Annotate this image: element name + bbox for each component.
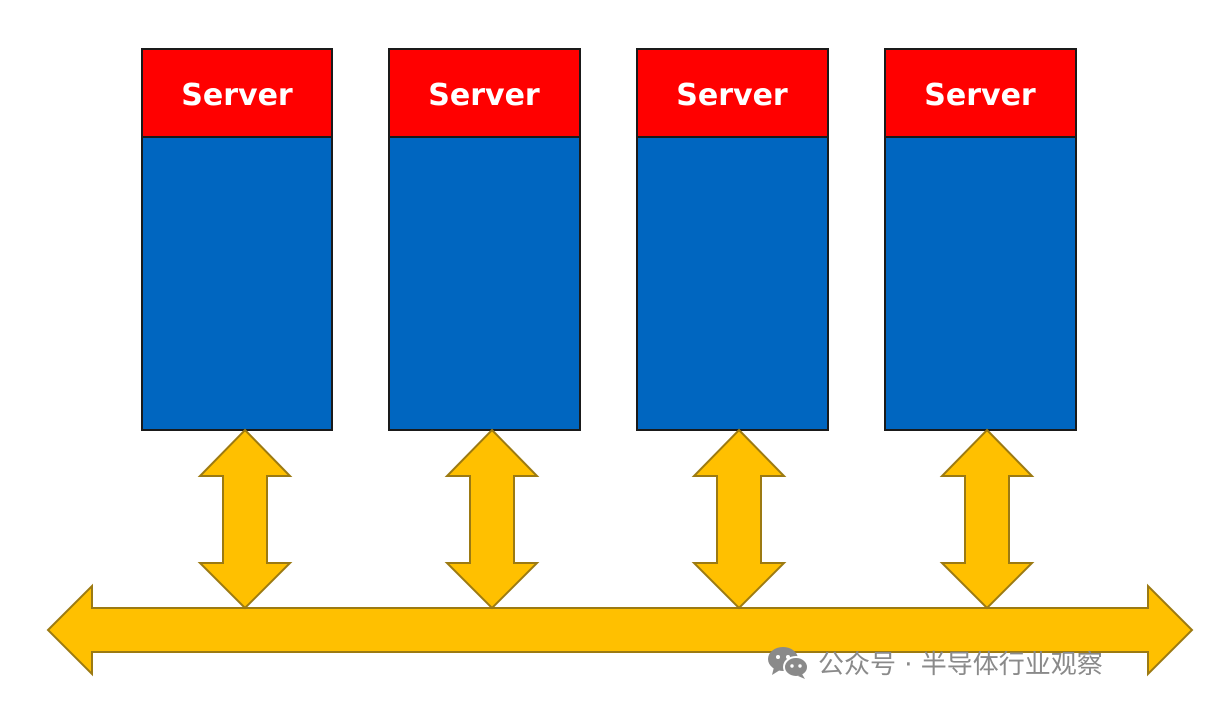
server-1: Server [141,48,333,431]
connector-arrow-2 [444,428,540,610]
wechat-icon [768,647,809,679]
bus-arrow [46,583,1194,677]
connector-arrow-3 [691,428,787,610]
server-4-body [884,136,1077,431]
server-1-body [141,136,333,431]
server-2: Server [388,48,581,431]
server-1-header [141,48,333,138]
server-3-label: Server [676,78,788,113]
server-4-header [884,48,1077,138]
watermark: 公众号 · 半导体行业观察 [766,642,1103,682]
server-4-label: Server [924,78,1036,113]
server-3: Server [636,48,829,431]
server-2-header [388,48,581,138]
server-3-header [636,48,829,138]
server-2-body [388,136,581,431]
server-3-body [636,136,829,431]
server-2-label: Server [428,78,540,113]
connector-arrow-4 [939,428,1035,610]
server-1-label: Server [181,78,293,113]
server-4: Server [884,48,1077,431]
watermark-text: 公众号 · 半导体行业观察 [818,649,1103,680]
connector-arrow-1 [197,428,293,610]
